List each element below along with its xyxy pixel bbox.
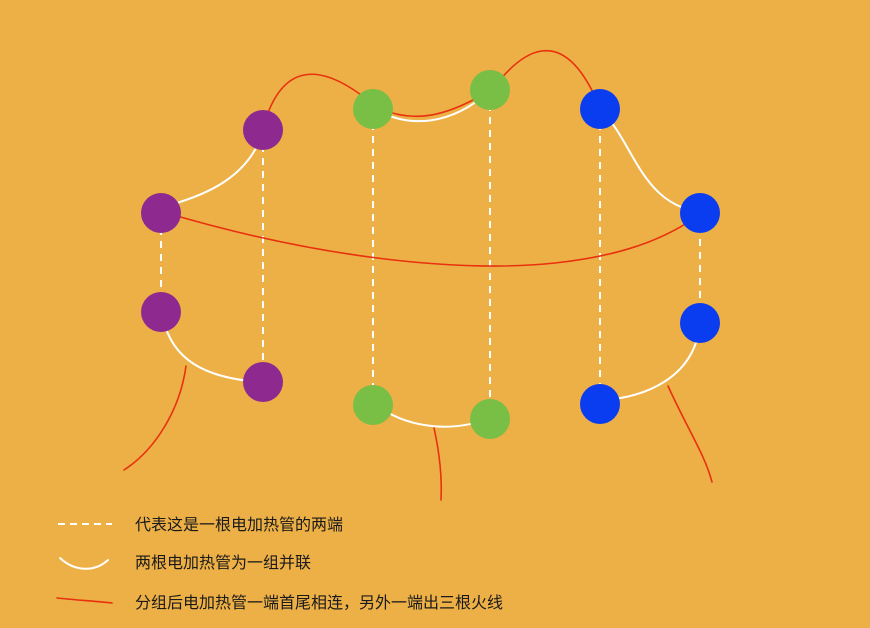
red-wires xyxy=(123,49,713,501)
heater-tubes xyxy=(160,91,701,418)
terminals xyxy=(141,70,720,439)
terminal-blue xyxy=(580,89,620,129)
red-wire-star-cross xyxy=(159,210,703,267)
legend-white-curve-swatch xyxy=(59,557,109,570)
red-wire-star-top xyxy=(262,49,601,129)
red-live-lead-2 xyxy=(433,427,443,501)
terminal-purple xyxy=(141,292,181,332)
terminal-purple xyxy=(243,362,283,402)
legend-white-curve-label: 两根电加热管为一组并联 xyxy=(135,553,311,572)
red-live-lead-1 xyxy=(123,365,187,471)
terminal-purple xyxy=(141,193,181,233)
legend-dashed-label: 代表这是一根电加热管的两端 xyxy=(135,515,343,534)
red-live-lead-3 xyxy=(667,385,713,483)
terminal-blue xyxy=(680,303,720,343)
legend-red-line-label: 分组后电加热管一端首尾相连，另外一端出三根火线 xyxy=(135,593,503,612)
parallel-link-purple-bottom xyxy=(162,317,261,383)
terminal-green xyxy=(353,385,393,425)
terminal-green xyxy=(470,399,510,439)
terminal-blue xyxy=(680,193,720,233)
terminal-green xyxy=(353,89,393,129)
legend: 代表这是一根电加热管的两端 两根电加热管为一组并联 分组后电加热管一端首尾相连，… xyxy=(56,515,503,612)
terminal-blue xyxy=(580,384,620,424)
terminal-green xyxy=(470,70,510,110)
legend-red-line-swatch xyxy=(56,597,113,604)
terminal-purple xyxy=(243,110,283,150)
